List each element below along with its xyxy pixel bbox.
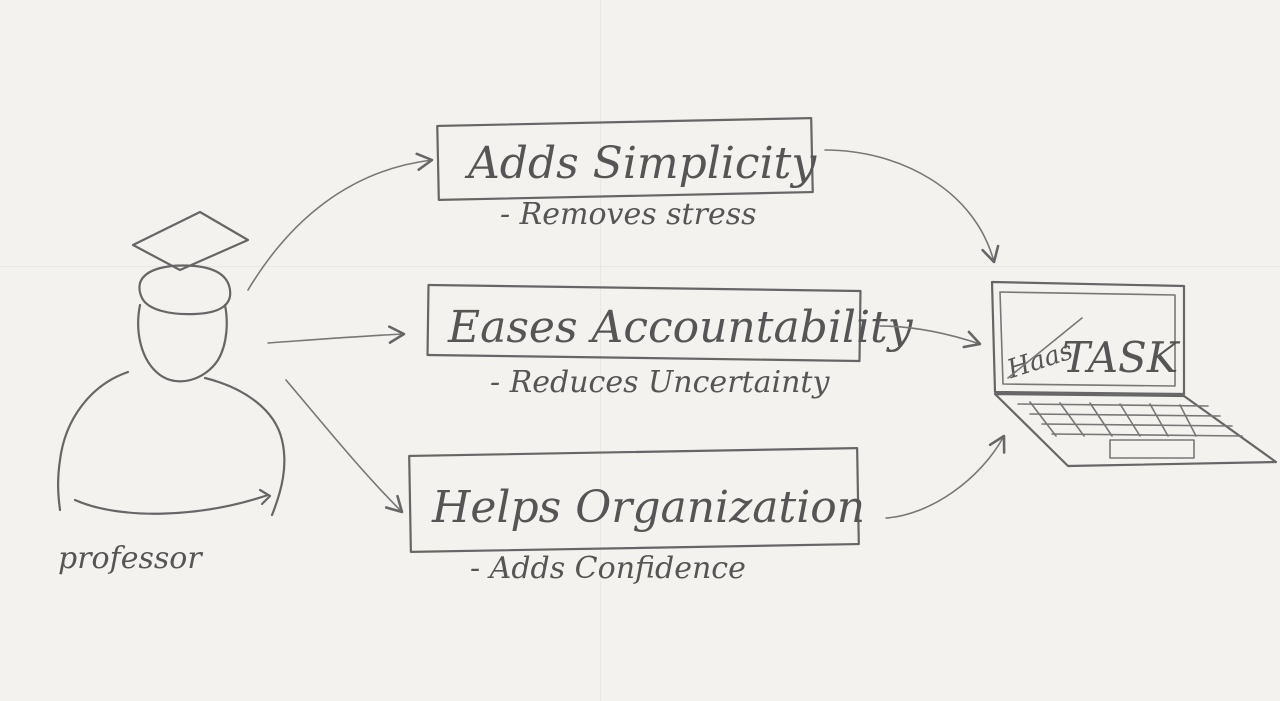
benefit-subtitle-simplicity: - Removes stress [500, 197, 757, 232]
laptop-screen-inner [999, 291, 1176, 387]
arrow-professor-to-accountability [267, 325, 406, 344]
hand [258, 488, 272, 506]
arrow-professor-to-organization [285, 379, 404, 514]
arrow-accountability-to-laptop [879, 325, 982, 349]
actor-label: professor [58, 541, 203, 576]
laptop-trackpad [1109, 439, 1195, 459]
benefit-subtitle-accountability: - Reduces Uncertainty [490, 365, 830, 400]
benefit-subtitle-organization: - Adds Confidence [470, 551, 746, 586]
benefit-title-simplicity: Adds Simplicity [464, 138, 817, 189]
laptop-icon [990, 280, 1278, 468]
paper-fold-horizontal [0, 266, 1280, 267]
laptop-label: TASK [1062, 333, 1181, 382]
arm [73, 493, 270, 515]
arrow-professor-to-simplicity [247, 152, 434, 291]
paper-fold-vertical [600, 0, 601, 701]
body-right [203, 376, 286, 517]
benefit-title-accountability: Eases Accountability [447, 302, 914, 353]
laptop-screen-outer [990, 280, 1186, 396]
benefit-title-organization: Helps Organization [431, 482, 865, 533]
graduation-cap-icon [131, 210, 250, 272]
laptop-base [993, 392, 1278, 468]
body-left [57, 370, 130, 512]
professor-figure [57, 210, 286, 517]
benefit-box-organization [408, 446, 860, 554]
benefit-box-accountability [426, 283, 862, 363]
arrow-organization-to-laptop [885, 434, 1006, 519]
head [137, 303, 228, 383]
laptop-keyboard-cols [1029, 401, 1197, 437]
laptop-keyboard-rows [1017, 403, 1243, 437]
cap-band [138, 264, 232, 316]
benefit-box-simplicity [436, 116, 814, 202]
strikethrough-line [1007, 317, 1083, 379]
arrow-simplicity-to-laptop [824, 149, 1000, 264]
